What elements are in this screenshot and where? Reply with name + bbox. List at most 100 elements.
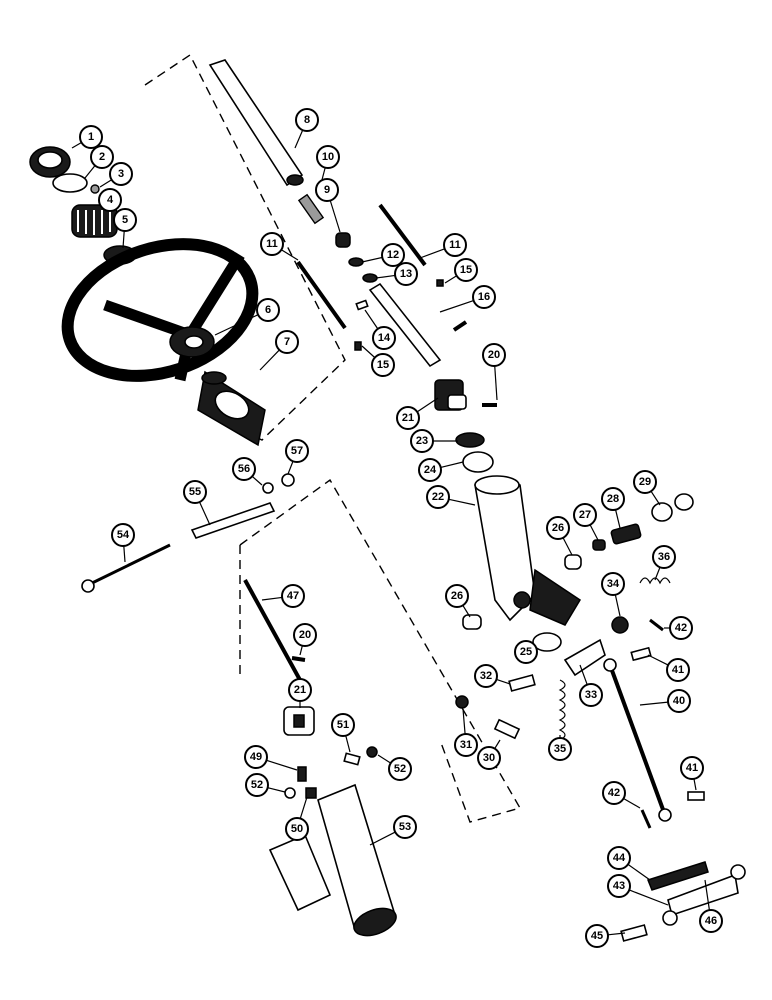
callout-leader-line	[647, 654, 669, 666]
callout-circle	[372, 326, 396, 350]
callout-leader-line	[364, 309, 379, 330]
lower-left-dashed-group-outline	[239, 478, 522, 823]
callout-leader-line	[299, 645, 303, 656]
pin-part-42-bottom	[640, 809, 652, 829]
callout-43: 43	[607, 874, 631, 898]
stud-part-28	[610, 523, 642, 545]
callout-leader-line	[614, 594, 621, 617]
callout-label: 21	[294, 684, 306, 696]
callout-leader-line	[287, 461, 294, 475]
callout-leader-line	[369, 831, 396, 846]
bolt-part-41-bottom	[687, 791, 705, 801]
callout-label: 35	[554, 743, 566, 755]
callout-label: 53	[399, 821, 411, 833]
callout-leader-line	[361, 345, 376, 359]
callout-label: 30	[483, 752, 495, 764]
callout-42: 42	[602, 781, 626, 805]
callout-circle	[667, 689, 691, 713]
callout-leader-line	[639, 701, 669, 706]
upper-shaft-part-8	[208, 59, 304, 187]
callout-circle	[680, 756, 704, 780]
callout-leader-line	[494, 739, 501, 749]
callout-label: 9	[324, 184, 330, 196]
callout-28: 28	[601, 487, 625, 511]
callout-leader-line	[693, 778, 697, 791]
callout-11: 11	[443, 233, 467, 257]
callout-label: 11	[266, 238, 278, 250]
callout-leader-line	[627, 863, 651, 881]
callout-circle	[260, 232, 284, 256]
callout-16: 16	[472, 285, 496, 309]
callout-circle	[454, 258, 478, 282]
callout-9: 9	[315, 178, 339, 202]
callout-leader-line	[419, 248, 445, 259]
callout-circle	[256, 298, 280, 322]
callout-54: 54	[111, 523, 135, 547]
callout-12: 12	[381, 243, 405, 267]
callout-3: 3	[109, 162, 133, 186]
callout-leader-line	[650, 490, 661, 506]
callout-leader-line	[377, 754, 392, 764]
callout-label: 57	[291, 445, 303, 457]
callout-21: 21	[288, 678, 312, 702]
nut-part-31	[455, 695, 469, 709]
callout-leader-line	[281, 249, 299, 261]
bracket-part-43	[667, 873, 739, 917]
callout-label: 15	[377, 359, 389, 371]
callout-circle	[474, 664, 498, 688]
callout-circle	[331, 713, 355, 737]
pin-part-51	[343, 752, 361, 766]
callout-label: 1	[88, 131, 94, 143]
callout-label: 33	[585, 689, 597, 701]
callout-circle	[90, 145, 114, 169]
callout-label: 22	[432, 491, 444, 503]
callout-41: 41	[680, 756, 704, 780]
callout-24: 24	[418, 458, 442, 482]
callout-13: 13	[394, 262, 418, 286]
steering-gear-unit-part-53	[268, 783, 397, 937]
callout-4: 4	[98, 188, 122, 212]
callout-2: 2	[90, 145, 114, 169]
callout-23: 23	[410, 429, 434, 453]
callout-leader-line	[439, 299, 474, 313]
callout-leader-line	[704, 879, 711, 911]
callout-leader-line	[361, 256, 383, 263]
callout-circle	[393, 815, 417, 839]
column-housing-part-22	[474, 475, 582, 626]
callout-leader-line	[416, 397, 439, 413]
callout-label: 4	[107, 194, 114, 206]
callout-leader-line	[251, 475, 263, 486]
callout-circle	[79, 125, 103, 149]
callout-51: 51	[331, 713, 355, 737]
callout-25: 25	[514, 640, 538, 664]
boot-part-7	[197, 370, 266, 447]
callout-label: 45	[591, 930, 603, 942]
callout-leader-line	[440, 461, 464, 468]
callout-label: 42	[608, 787, 620, 799]
callout-21: 21	[396, 406, 420, 430]
bracket-part-33	[563, 638, 606, 677]
callout-circle	[607, 874, 631, 898]
callout-20: 20	[482, 343, 506, 367]
callout-label: 24	[424, 464, 437, 476]
sleeve-part-9	[335, 232, 351, 248]
callout-label: 5	[122, 214, 128, 226]
callout-1: 1	[79, 125, 103, 149]
callout-circle	[288, 678, 312, 702]
callout-label: 54	[117, 529, 130, 541]
callout-label: 14	[378, 332, 391, 344]
callout-label: 20	[488, 349, 500, 361]
bolt-part-45	[620, 924, 648, 942]
callout-27: 27	[573, 503, 597, 527]
callout-36: 36	[652, 545, 676, 569]
callout-10: 10	[316, 145, 340, 169]
callout-40: 40	[667, 689, 691, 713]
callout-circle	[388, 757, 412, 781]
hub-nut-part-4	[71, 204, 118, 238]
washer-part-12	[348, 257, 364, 267]
callout-circle	[585, 924, 609, 948]
callout-49: 49	[244, 745, 268, 769]
callout-leader-line	[448, 498, 476, 506]
callout-circle	[111, 523, 135, 547]
